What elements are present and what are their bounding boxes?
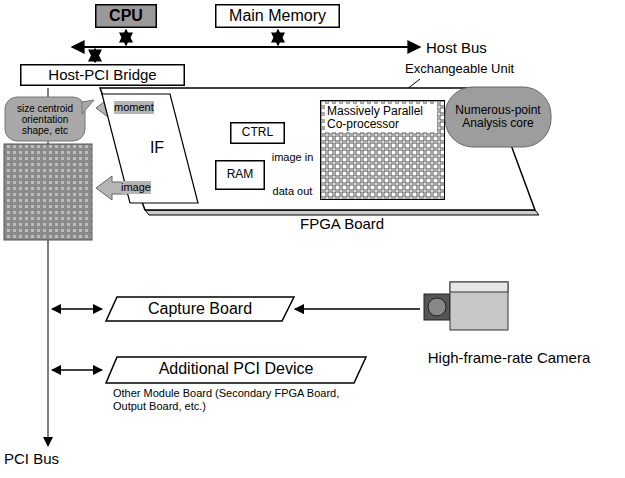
ram-box: RAM <box>215 160 265 190</box>
pci-device-board: Additional PCI DeviceOther Module Board … <box>105 356 367 422</box>
bus-link <box>52 369 102 371</box>
node-text: Numerous-point Analysis core <box>450 104 546 130</box>
node-text: CPU <box>109 7 143 25</box>
fpga-board: FPGA Board IF CTRL RAM Massively Parallel Co… <box>95 84 555 234</box>
memory-box: Main Memory <box>215 4 340 28</box>
pci-connector-grid <box>4 144 92 240</box>
bridge-box: Host-PCI Bridge <box>20 64 185 86</box>
analysis-core: Numerous-point Analysis core <box>444 86 552 148</box>
node-text: FPGA Board <box>300 215 384 232</box>
camera: High-frame-rate Camera <box>420 276 598 368</box>
coprocessor-array: Massively Parallel Co-processor <box>320 100 445 200</box>
node-text: Additional PCI Device <box>105 360 367 378</box>
node-text: Capture Board <box>148 300 252 318</box>
node-text: High-frame-rate Camera <box>420 349 598 366</box>
pci-bus-line <box>47 88 49 446</box>
cpu-box: CPU <box>95 4 157 28</box>
node-text: size centroid orientation shape, etc <box>7 103 83 136</box>
text-label: Host Bus <box>426 39 487 56</box>
if-block: IF <box>100 92 200 205</box>
node-text: Host-PCI Bridge <box>48 66 156 83</box>
node-text: CTRL <box>242 126 273 140</box>
ctrl-box: CTRL <box>230 122 285 144</box>
bus-link <box>277 30 279 45</box>
bus-link <box>125 30 127 45</box>
host-bus-line <box>72 46 420 48</box>
bus-link <box>52 308 102 310</box>
node-text: Other Module Board (Secondary FPGA Board… <box>113 387 363 412</box>
text-label: Exchangeable Unit <box>405 62 514 77</box>
capture-board: Capture Board <box>105 296 295 322</box>
bus-link <box>94 49 96 62</box>
connector <box>295 308 420 310</box>
callout-bubble: size centroid orientation shape, etc <box>4 96 94 142</box>
node-text: Massively Parallel Co-processor <box>325 104 437 132</box>
node-text: IF <box>150 139 164 157</box>
text-label: PCI Bus <box>4 450 59 467</box>
node-text: Main Memory <box>229 7 326 25</box>
node-text: RAM <box>227 168 254 182</box>
